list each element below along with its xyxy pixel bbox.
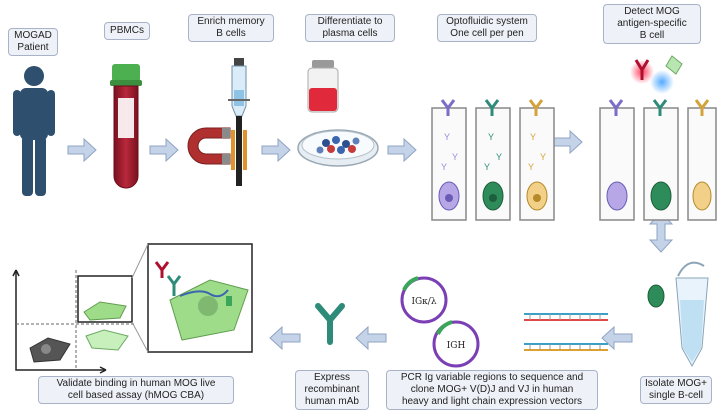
label-enrich-memory: Enrich memory B cells [188, 14, 274, 42]
label-optofluidic: Optofluidic system One cell per pen [437, 14, 537, 42]
patient-figure-icon [13, 66, 55, 196]
label-isolate-mog: Isolate MOG+ single B-cell [640, 376, 712, 404]
flow-arrow-7 [355, 325, 387, 351]
flow-arrow-2 [149, 137, 179, 163]
pen-1 [431, 99, 467, 221]
flow-arrow-8 [269, 325, 301, 351]
detection-pens [599, 55, 717, 221]
flow-arrow-6 [601, 325, 633, 351]
label-mogad-patient: MOGAD Patient [8, 28, 58, 56]
label-express-mab: Express recombinant human mAb [295, 370, 369, 410]
recombinant-antibody-icon [315, 303, 345, 345]
flow-arrow-5 [551, 129, 583, 155]
dna-fragments-icon [524, 313, 608, 351]
pen-3 [519, 99, 555, 221]
culture-bottle-icon [307, 60, 339, 113]
label-differentiate: Differentiate to plasma cells [305, 14, 395, 42]
isolation-tube-icon [647, 261, 709, 368]
svg-text:Y: Y [452, 152, 458, 162]
facs-plot [12, 269, 136, 374]
optofluidic-pens: YY Y YY Y YY Y [431, 99, 555, 221]
svg-text:Y: Y [496, 152, 502, 162]
svg-text:Y: Y [540, 152, 546, 162]
magnet-column-icon [187, 58, 250, 186]
svg-text:Y: Y [441, 162, 447, 172]
svg-text:Y: Y [488, 132, 494, 142]
flow-arrow-3 [261, 137, 291, 163]
svg-text:Y: Y [530, 132, 536, 142]
flow-arrow-4 [387, 137, 417, 163]
label-validate: Validate binding in human MOG live cell … [38, 376, 234, 404]
flow-arrow-1 [67, 137, 97, 163]
plasmid-light-label: IGκ/λ [411, 297, 436, 307]
plasmid-light-chain-icon: IGκ/λ [400, 276, 448, 324]
pen-2 [475, 99, 511, 221]
plasmid-heavy-label: IGH [447, 341, 466, 351]
svg-text:Y: Y [484, 162, 490, 172]
label-detect-mog: Detect MOG antigen-specific B cell [603, 4, 701, 44]
blood-tube-icon [110, 64, 142, 189]
svg-text:Y: Y [444, 132, 450, 142]
plasmid-heavy-chain-icon: IGH [432, 320, 480, 368]
zoomed-binding-inset [131, 243, 253, 353]
label-pcr: PCR Ig variable regions to sequence and … [386, 370, 598, 410]
label-pbmcs: PBMCs [104, 22, 150, 40]
petri-dish-icon [297, 129, 379, 167]
svg-text:Y: Y [528, 162, 534, 172]
